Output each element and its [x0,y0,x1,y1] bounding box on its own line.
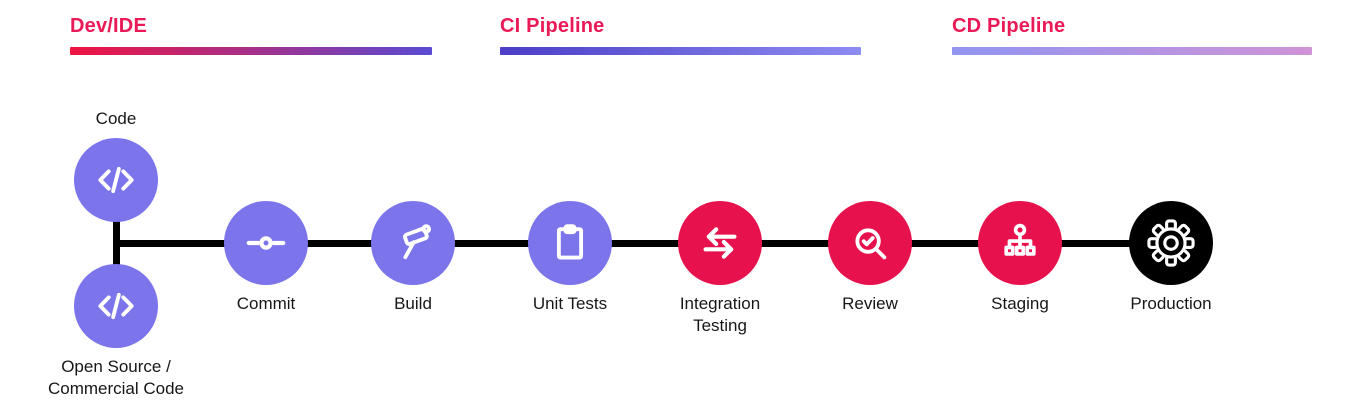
node-circle [1129,201,1213,285]
node-label: Review [842,294,898,313]
node-production: Production [1129,201,1213,313]
node-label: Integration Testing [679,294,761,336]
gear-icon [1147,219,1195,267]
node-label: Build [394,294,432,313]
node-circle [978,201,1062,285]
git-commit-icon [246,236,286,250]
gradient-bar-ci-pipeline [500,47,861,55]
node-review: Review [828,201,912,313]
timeline-horizontal-line [113,240,1171,247]
sitemap-icon [1004,223,1036,256]
section-title-ci-pipeline: CI Pipeline [500,15,605,37]
code-icon [98,292,134,320]
node-circle [74,264,158,348]
node-integration-testing: Integration Testing [678,201,762,335]
timeline-vertical-line [113,180,120,306]
section-title-cd-pipeline: CD Pipeline [952,15,1066,37]
node-circle [74,138,158,222]
code-icon [98,166,134,194]
node-circle [528,201,612,285]
node-unit-tests: Unit Tests [528,201,612,313]
node-circle [371,201,455,285]
magnifier-check-icon [855,228,887,260]
clipboard-icon [556,224,584,260]
node-label: Commit [236,294,296,313]
gradient-bar-cd-pipeline [952,47,1312,55]
gradient-bar-dev-ide [70,47,432,55]
node-circle [224,201,308,285]
hammer-icon [402,224,432,260]
node-open-source-commercial-code: Open Source / Commercial Code [48,264,184,398]
node-label: Production [1130,294,1212,313]
node-staging: Staging [978,201,1062,313]
node-circle [828,201,912,285]
node-circle [678,201,762,285]
node-commit: Commit [224,201,308,313]
section-title-dev-ide: Dev/IDE [70,15,147,37]
node-label: Open Source / Commercial Code [47,357,185,399]
node-label: Unit Tests [532,294,608,313]
node-label: Code [95,108,137,128]
node-build: Build [371,201,455,313]
swap-arrows-icon [703,227,737,259]
node-code: Code [74,109,158,222]
node-label: Staging [991,294,1049,313]
